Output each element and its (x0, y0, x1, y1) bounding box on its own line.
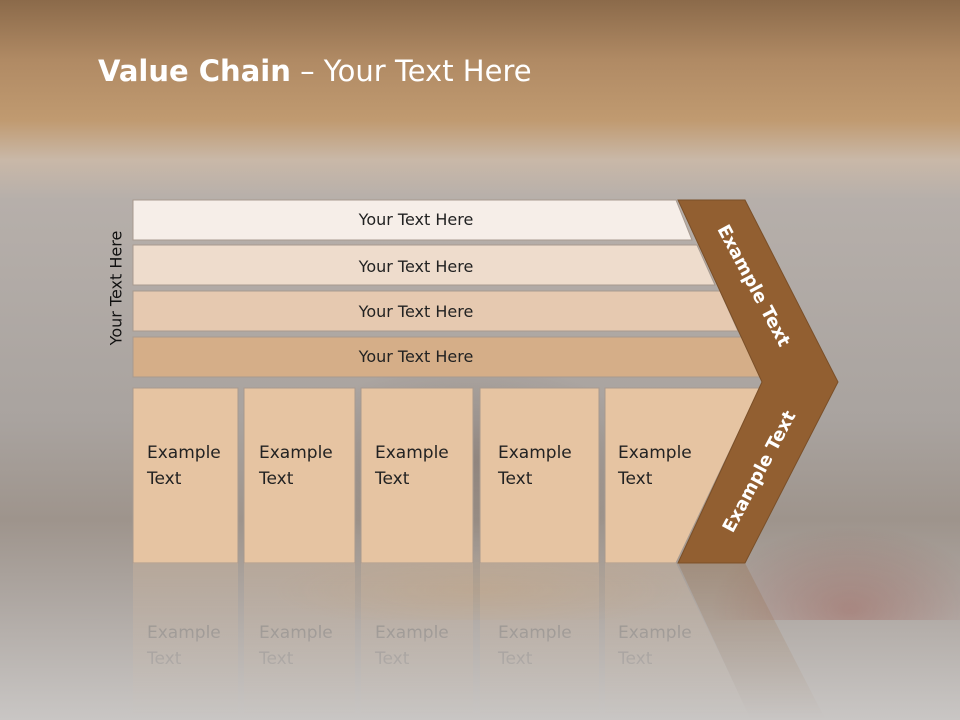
box-line-2: Text (146, 649, 182, 669)
example-box-4[interactable]: Example Text (479, 387, 600, 564)
example-box-2[interactable]: Example Text (243, 387, 356, 564)
box-line-1: Example (259, 623, 333, 643)
box-line-1: Example (618, 443, 692, 463)
slide-title: Value Chain – Your Text Here (98, 54, 532, 88)
box-line-2: Text (374, 469, 410, 489)
band-label: Your Text Here (358, 347, 474, 366)
box-line-1: Example (375, 443, 449, 463)
band-label: Your Text Here (358, 210, 474, 229)
box-line-2: Text (146, 469, 182, 489)
example-box-5[interactable]: Example Text (604, 387, 761, 564)
band-label: Your Text Here (358, 257, 474, 276)
box-line-2: Text (258, 649, 294, 669)
box-line-1: Example (618, 623, 692, 643)
box-line-1: Example (498, 623, 572, 643)
example-box-3[interactable]: Example Text (360, 387, 474, 564)
band-2[interactable]: Your Text Here (132, 244, 716, 286)
title-rest: – Your Text Here (290, 54, 532, 88)
box-line-1: Example (259, 443, 333, 463)
band-4[interactable]: Your Text Here (132, 336, 763, 378)
box-line-1: Example (147, 623, 221, 643)
box-line-2: Text (497, 649, 533, 669)
box-line-1: Example (147, 443, 221, 463)
diagram-reflection: Example Text Example Text Example Text E… (133, 563, 826, 720)
box-line-2: Text (258, 469, 294, 489)
band-3[interactable]: Your Text Here (132, 290, 739, 332)
band-1[interactable]: Your Text Here (132, 199, 693, 241)
example-box-1[interactable]: Example Text (132, 387, 239, 564)
band-label: Your Text Here (358, 302, 474, 321)
box-line-2: Text (374, 649, 410, 669)
title-bold: Value Chain (98, 54, 291, 88)
box-line-2: Text (497, 469, 533, 489)
box-line-2: Text (617, 649, 653, 669)
box-line-1: Example (375, 623, 449, 643)
box-line-2: Text (617, 469, 653, 489)
box-line-1: Example (498, 443, 572, 463)
